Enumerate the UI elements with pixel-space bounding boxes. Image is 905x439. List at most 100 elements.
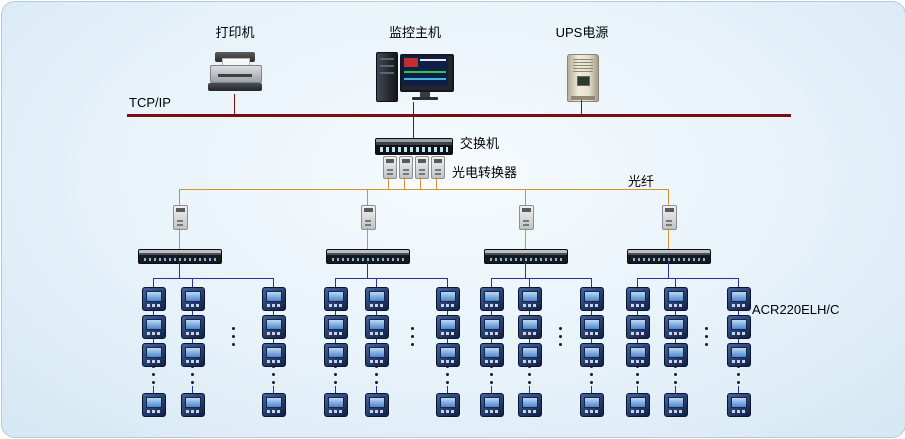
fiber-line (388, 177, 389, 189)
bus-link-line (581, 100, 582, 114)
ellipsis-dot (559, 343, 562, 346)
meter-screen (630, 291, 646, 302)
meter-screen (630, 397, 646, 408)
ellipsis-dot (705, 343, 708, 346)
meter-screen (266, 291, 282, 302)
meter-screen (369, 319, 385, 330)
meter-screen (440, 397, 456, 408)
fiber-line (668, 189, 669, 205)
meter-device (142, 315, 166, 339)
meter-device (324, 287, 348, 311)
meter-bus-line (491, 278, 592, 279)
meter-device (181, 287, 205, 311)
opto-converter-icon (415, 156, 429, 179)
meter-screen (522, 319, 538, 330)
meter-device (626, 315, 650, 339)
fiber-line (436, 177, 437, 189)
converter-label: 光电转换器 (452, 165, 518, 180)
more-columns-ellipsis (705, 327, 708, 351)
more-meters-ellipsis (636, 365, 639, 389)
meter-device (518, 393, 542, 417)
more-meters-ellipsis (590, 365, 593, 389)
meter-device (181, 393, 205, 417)
meter-screen (440, 291, 456, 302)
fiber-line (668, 228, 669, 249)
meter-device (727, 343, 751, 367)
meter-device (142, 287, 166, 311)
more-meters-ellipsis (334, 365, 337, 389)
more-meters-ellipsis (490, 365, 493, 389)
meter-device (436, 393, 460, 417)
ellipsis-dot (411, 343, 414, 346)
fiber-trunk-line (179, 189, 669, 190)
meter-screen (584, 291, 600, 302)
meter-device (262, 343, 286, 367)
host-label: 监控主机 (388, 25, 441, 40)
meter-screen (185, 291, 201, 302)
fiber-line (404, 177, 405, 189)
meter-device (324, 315, 348, 339)
more-meters-ellipsis (674, 365, 677, 389)
switch-ports (380, 147, 448, 152)
bus-link-line (413, 117, 414, 138)
meter-screen (630, 347, 646, 358)
meter-device (580, 287, 604, 311)
ellipsis-dot (272, 381, 275, 384)
opto-converter-icon (173, 205, 188, 230)
monitor-base (412, 97, 438, 100)
ellipsis-dot (411, 335, 414, 338)
meter-screen (146, 319, 162, 330)
meter-screen (731, 291, 747, 302)
ellipsis-dot (232, 327, 235, 330)
meter-screen (369, 291, 385, 302)
ellipsis-dot (559, 335, 562, 338)
ellipsis-dot (334, 373, 337, 376)
meter-device (480, 393, 504, 417)
ellipsis-dot (737, 373, 740, 376)
meter-screen (584, 397, 600, 408)
meter-device (727, 287, 751, 311)
meter-device (518, 315, 542, 339)
ellipsis-dot (705, 335, 708, 338)
meter-device (580, 393, 604, 417)
monitor-stand (420, 92, 430, 97)
monitor-screen (402, 56, 448, 86)
meter-device (324, 343, 348, 367)
opto-converter-icon (383, 156, 397, 179)
meter-screen (731, 319, 747, 330)
meter-screen (668, 397, 684, 408)
meter-device (664, 343, 688, 367)
more-meters-ellipsis (446, 365, 449, 389)
ellipsis-dot (528, 381, 531, 384)
monitor (400, 54, 454, 92)
ellipsis-dot (636, 381, 639, 384)
meter-screen (369, 397, 385, 408)
more-columns-ellipsis (411, 327, 414, 351)
more-meters-ellipsis (272, 365, 275, 389)
opto-converter-icon (361, 205, 376, 230)
printer-lid (215, 52, 255, 62)
meter-device (181, 343, 205, 367)
ellipsis-dot (590, 373, 593, 376)
meter-screen (522, 347, 538, 358)
fiber-line (179, 189, 180, 205)
fiber-line (525, 228, 526, 249)
meter-device (365, 315, 389, 339)
ellipsis-dot (334, 381, 337, 384)
printer-output-slot (218, 74, 252, 77)
ellipsis-dot (705, 327, 708, 330)
meter-bus-line (637, 278, 739, 279)
meter-screen (484, 291, 500, 302)
opto-converter-icon (399, 156, 413, 179)
meter-device (727, 393, 751, 417)
meter-screen (328, 291, 344, 302)
meter-device (727, 315, 751, 339)
opto-converter-icon (431, 156, 445, 179)
meter-device (664, 315, 688, 339)
meter-device (664, 393, 688, 417)
ellipsis-dot (191, 381, 194, 384)
bus-link-line (413, 102, 414, 114)
meter-bus-line (179, 262, 180, 278)
fiber-line (367, 228, 368, 249)
meter-device (142, 393, 166, 417)
